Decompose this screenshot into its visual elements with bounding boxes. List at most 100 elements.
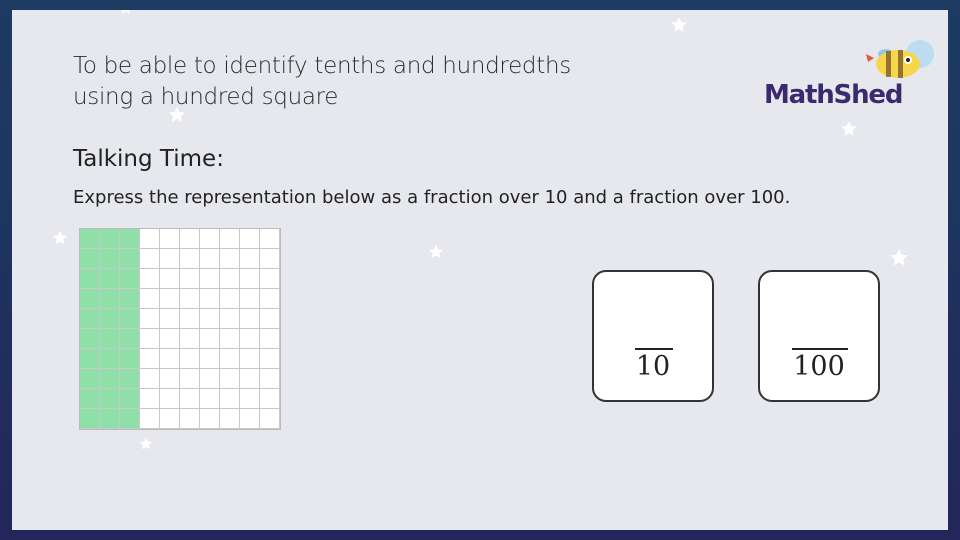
grid-cell [160, 309, 180, 329]
shaded-cell [80, 329, 100, 349]
bee-icon [866, 40, 934, 78]
grid-cell [160, 229, 180, 249]
grid-cell [240, 249, 260, 269]
grid-cell [140, 269, 160, 289]
grid-cell [180, 229, 200, 249]
grid-cell [160, 349, 180, 369]
grid-cell [200, 409, 220, 429]
grid-cell [140, 309, 160, 329]
grid-cell [220, 389, 240, 409]
denominator: 100 [793, 351, 845, 382]
grid-cell [140, 389, 160, 409]
grid-cell [140, 249, 160, 269]
grid-cell [180, 369, 200, 389]
shaded-cell [100, 249, 120, 269]
grid-cell [200, 329, 220, 349]
learning-objective: To be able to identify tenths and hundre… [73, 51, 633, 113]
star-icon [53, 230, 67, 244]
grid-cell [160, 409, 180, 429]
denominator: 10 [635, 351, 671, 382]
grid-cell [220, 329, 240, 349]
grid-cell [220, 289, 240, 309]
star-icon [429, 244, 443, 258]
grid-cell [260, 269, 280, 289]
hundred-square [79, 228, 281, 430]
shaded-cell [100, 309, 120, 329]
fraction-bar [635, 348, 673, 350]
star-icon [841, 120, 857, 136]
star-icon [671, 16, 687, 32]
grid-cell [260, 389, 280, 409]
shaded-cell [100, 369, 120, 389]
objective-line-2: using a hundred square [73, 84, 339, 110]
grid-cell [220, 409, 240, 429]
grid-cell [200, 269, 220, 289]
fraction-card-hundredths: 100 [758, 270, 880, 402]
logo-text: MathShed [764, 80, 903, 110]
grid-cell [240, 269, 260, 289]
grid-cell [260, 229, 280, 249]
grid-cell [240, 289, 260, 309]
grid-cell [180, 409, 200, 429]
grid-cell [220, 369, 240, 389]
grid-cell [240, 389, 260, 409]
fraction-bar [792, 348, 848, 350]
shaded-cell [120, 349, 140, 369]
grid-cell [140, 349, 160, 369]
grid-cell [140, 409, 160, 429]
shaded-cell [80, 289, 100, 309]
grid-cell [220, 349, 240, 369]
grid-cell [260, 329, 280, 349]
shaded-cell [100, 269, 120, 289]
shaded-cell [120, 369, 140, 389]
shaded-cell [80, 229, 100, 249]
grid-cell [220, 249, 240, 269]
grid-cell [200, 289, 220, 309]
grid-cell [140, 289, 160, 309]
grid-cell [220, 269, 240, 289]
grid-cell [180, 329, 200, 349]
shaded-cell [100, 329, 120, 349]
grid-cell [200, 349, 220, 369]
grid-cell [220, 309, 240, 329]
grid-cell [240, 309, 260, 329]
grid-cell [160, 249, 180, 269]
objective-line-1: To be able to identify tenths and hundre… [73, 53, 571, 79]
grid-cell [240, 369, 260, 389]
shaded-cell [80, 389, 100, 409]
shaded-cell [120, 229, 140, 249]
grid-cell [160, 329, 180, 349]
grid-cell [140, 229, 160, 249]
grid-cell [180, 289, 200, 309]
shaded-cell [80, 309, 100, 329]
mathshed-logo: MathShed [764, 38, 934, 110]
shaded-cell [120, 289, 140, 309]
grid-cell [160, 289, 180, 309]
grid-cell [200, 249, 220, 269]
slide: To be able to identify tenths and hundre… [12, 10, 948, 530]
shaded-cell [80, 409, 100, 429]
shaded-cell [80, 349, 100, 369]
grid-cell [180, 349, 200, 369]
shaded-cell [120, 389, 140, 409]
grid-cell [180, 389, 200, 409]
shaded-cell [120, 409, 140, 429]
grid-cell [200, 309, 220, 329]
grid-cell [140, 329, 160, 349]
shaded-cell [100, 389, 120, 409]
shaded-cell [80, 369, 100, 389]
grid-cell [260, 309, 280, 329]
shaded-cell [100, 289, 120, 309]
star-icon [169, 106, 185, 122]
grid-cell [160, 389, 180, 409]
grid-cell [160, 269, 180, 289]
grid-cell [260, 369, 280, 389]
instruction-text: Express the representation below as a fr… [73, 187, 791, 208]
shaded-cell [120, 249, 140, 269]
fraction-card-tenths: 10 [592, 270, 714, 402]
shaded-cell [100, 349, 120, 369]
grid-cell [140, 369, 160, 389]
grid-cell [200, 389, 220, 409]
grid-cell [200, 229, 220, 249]
shaded-cell [120, 329, 140, 349]
